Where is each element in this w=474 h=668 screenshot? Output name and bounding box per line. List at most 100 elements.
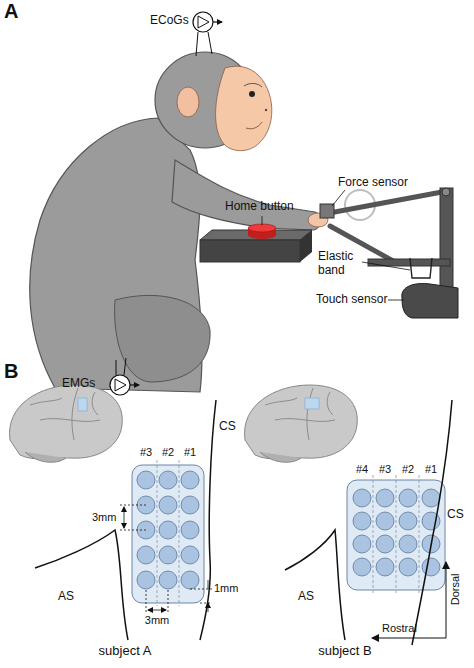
electrode-grid	[159, 496, 177, 514]
brain-image	[10, 385, 123, 462]
dimension-label: 3mm	[142, 614, 172, 627]
sulcus-line	[285, 530, 345, 640]
sulcus-line	[285, 400, 452, 645]
electrode-grid	[422, 558, 440, 576]
electrode-grid	[137, 571, 155, 589]
electrode-grid	[181, 496, 199, 514]
sulcus-line	[200, 400, 216, 640]
home-button	[300, 230, 312, 262]
monkey	[265, 109, 267, 111]
electrode-grid	[179, 460, 180, 606]
lever-device	[410, 258, 432, 278]
direction-arrow	[372, 562, 446, 638]
ecog-amplifier	[193, 12, 213, 32]
direction-label: Dorsal	[449, 564, 462, 614]
direction-arrow	[446, 562, 447, 638]
electrode-grid	[181, 546, 199, 564]
electrode-grid	[181, 471, 199, 489]
electrode-grid	[353, 489, 440, 576]
electrode-grid	[399, 489, 417, 507]
electrode-grid	[137, 471, 199, 589]
panel-letter: B	[4, 360, 28, 383]
dimension-mark	[120, 505, 212, 614]
leader-line	[332, 190, 345, 206]
monkey	[249, 91, 255, 97]
monkey	[30, 52, 328, 392]
electrode-grid	[159, 546, 177, 564]
leader-line	[362, 262, 410, 270]
monkey	[244, 83, 262, 87]
electrode-grid	[399, 535, 417, 553]
leader-line	[388, 300, 404, 301]
electrode-grid	[157, 460, 179, 606]
signal-name: ECoGs	[150, 14, 200, 28]
electrode-grid	[137, 471, 155, 489]
electrode-grid	[396, 475, 397, 594]
electrode-grid	[159, 471, 177, 489]
dimension-mark	[148, 610, 166, 611]
electrode-grid	[159, 521, 177, 539]
electrode-grid	[353, 489, 371, 507]
electrode-grid	[181, 571, 199, 589]
electrode-grid	[132, 460, 204, 606]
brain-image	[305, 398, 319, 409]
electrode-grid	[373, 475, 419, 594]
monkey	[172, 160, 320, 230]
electrode-grid	[353, 512, 371, 530]
lever-device	[402, 284, 458, 318]
electrode-column: #3	[375, 463, 395, 476]
electrode-column: #1	[180, 446, 200, 459]
home-button	[248, 224, 276, 232]
dimension-label: 1mm	[214, 582, 244, 595]
emg-amplifier	[130, 384, 139, 385]
electrode-grid	[347, 475, 445, 594]
direction-label: Rostral	[382, 622, 432, 635]
monkey	[246, 122, 262, 129]
electrode-column: #3	[136, 446, 156, 459]
sulcus-line	[35, 400, 216, 640]
brain-image	[245, 385, 358, 462]
sulcus-name: CS	[447, 508, 471, 522]
brain-image	[245, 385, 358, 459]
monkey	[177, 87, 199, 117]
sulcus-line	[412, 400, 452, 645]
electrode-grid	[137, 546, 155, 564]
emg-amplifier	[115, 379, 126, 391]
electrode-column: #2	[158, 446, 178, 459]
part-name: Force sensor	[338, 176, 428, 190]
home-button	[200, 224, 312, 262]
dimension-mark	[120, 505, 146, 530]
signal-name: EMGs	[62, 377, 112, 391]
subject-name: subject B	[305, 644, 385, 659]
sulcus-name: AS	[298, 590, 322, 604]
part-name: Home button	[225, 200, 315, 214]
electrode-grid	[419, 475, 420, 594]
direction-arrow	[372, 638, 446, 639]
panel-letter: A	[4, 0, 28, 23]
brain-image	[25, 452, 66, 462]
sulcus-name: AS	[58, 590, 82, 604]
emg-amplifier	[110, 358, 139, 395]
home-button	[200, 240, 300, 262]
electrode-grid	[376, 535, 394, 553]
electrode-grid	[422, 489, 440, 507]
electrode-grid	[353, 558, 371, 576]
brain-image	[10, 385, 123, 459]
ecog-amplifier	[193, 12, 222, 56]
lever-device	[320, 204, 334, 218]
dimension-mark	[124, 507, 125, 528]
brain-image	[78, 398, 87, 411]
part-name: Elastic band	[318, 250, 362, 278]
part-name: Touch sensor	[316, 293, 406, 307]
monkey	[216, 66, 272, 150]
dimension-label: 3mm	[92, 511, 122, 524]
ecog-amplifier	[213, 21, 222, 22]
electrode-grid	[399, 558, 417, 576]
monkey	[115, 295, 211, 382]
electrode-grid	[376, 489, 394, 507]
brain-image	[260, 452, 301, 462]
electrode-grid	[376, 512, 394, 530]
electrode-grid	[157, 460, 158, 606]
